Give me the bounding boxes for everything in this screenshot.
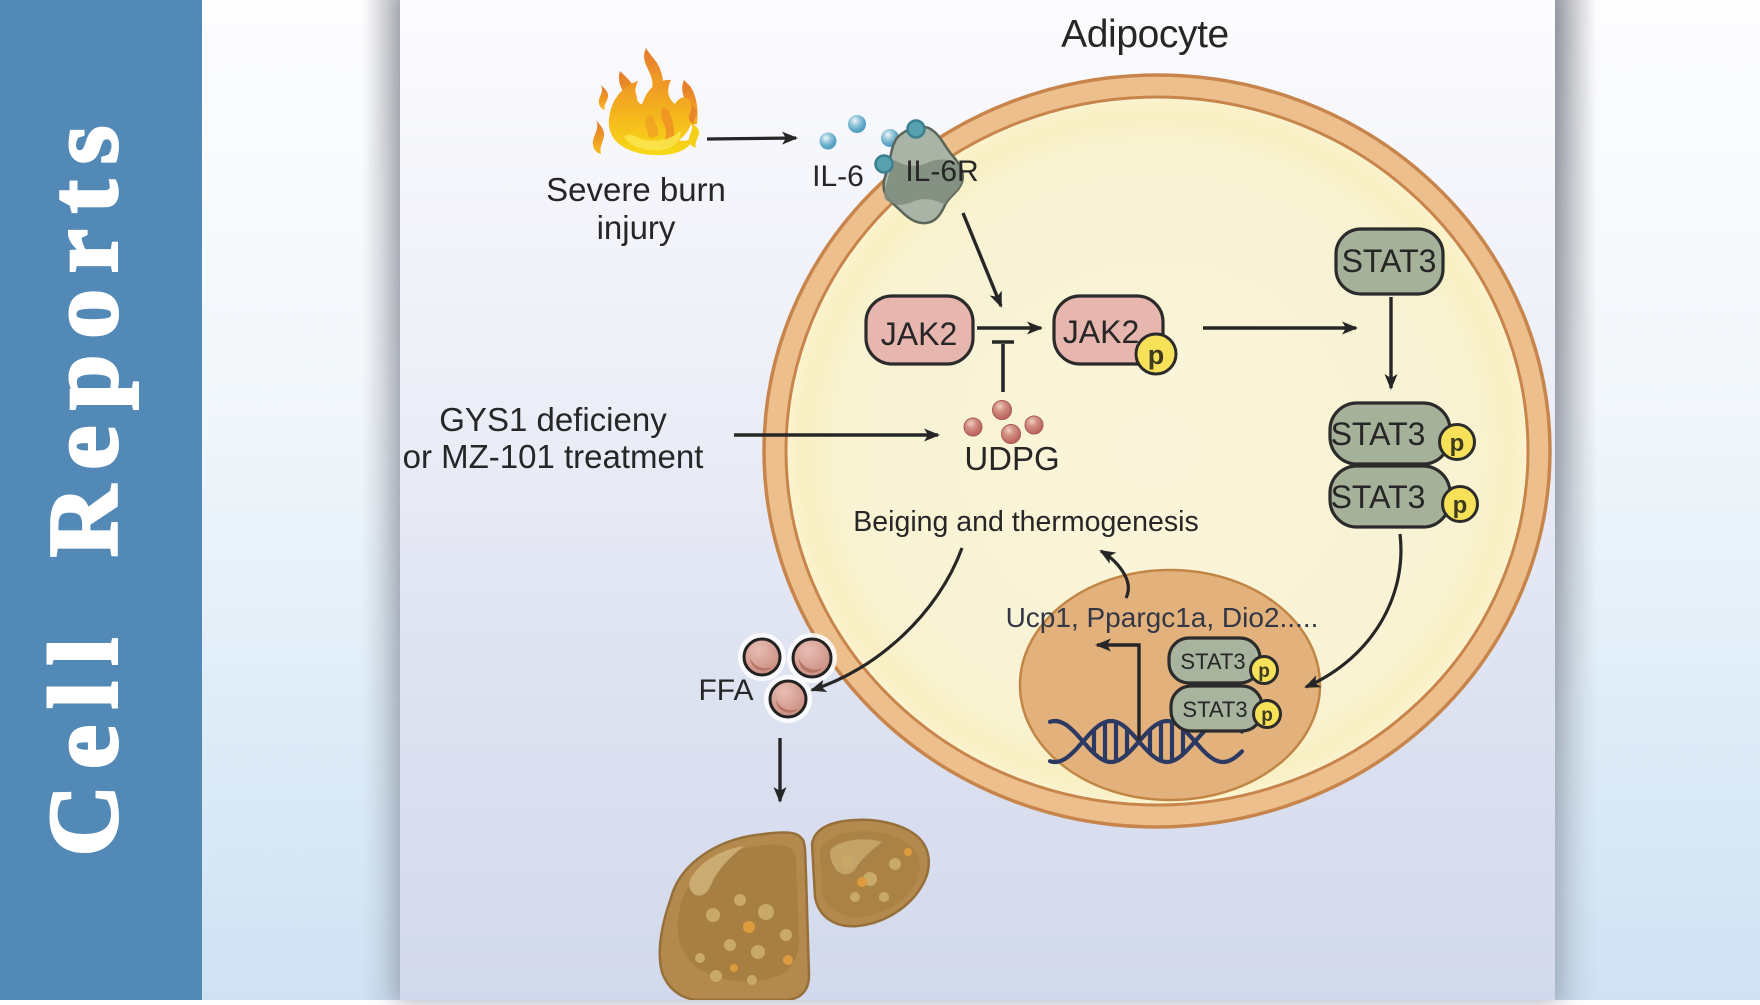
- svg-text:GYS1 deficieny: GYS1 deficieny: [439, 401, 667, 438]
- svg-text:JAK2: JAK2: [1063, 314, 1139, 350]
- svg-text:STAT3: STAT3: [1331, 479, 1426, 515]
- svg-text:UDPG: UDPG: [964, 440, 1059, 477]
- svg-text:or MZ-101 treatment: or MZ-101 treatment: [403, 438, 704, 475]
- svg-text:p: p: [1258, 661, 1270, 682]
- svg-text:Adipocyte: Adipocyte: [1061, 13, 1229, 56]
- svg-text:FFA: FFA: [698, 674, 753, 707]
- svg-text:p: p: [1450, 430, 1465, 457]
- svg-text:STAT3: STAT3: [1180, 649, 1245, 674]
- svg-text:Severe burn: Severe burn: [546, 171, 726, 208]
- svg-text:IL-6: IL-6: [812, 160, 864, 193]
- svg-text:p: p: [1148, 340, 1165, 370]
- svg-text:STAT3: STAT3: [1342, 243, 1437, 279]
- svg-text:STAT3: STAT3: [1331, 416, 1426, 452]
- svg-text:p: p: [1261, 705, 1273, 726]
- svg-text:Beiging and thermogenesis: Beiging and thermogenesis: [853, 506, 1198, 538]
- svg-text:injury: injury: [597, 209, 676, 246]
- svg-text:STAT3: STAT3: [1182, 697, 1247, 722]
- svg-text:JAK2: JAK2: [881, 316, 957, 352]
- svg-text:Ucp1, Ppargc1a, Dio2.....: Ucp1, Ppargc1a, Dio2.....: [1006, 602, 1319, 633]
- svg-text:p: p: [1453, 492, 1468, 519]
- svg-text:IL-6R: IL-6R: [905, 155, 978, 188]
